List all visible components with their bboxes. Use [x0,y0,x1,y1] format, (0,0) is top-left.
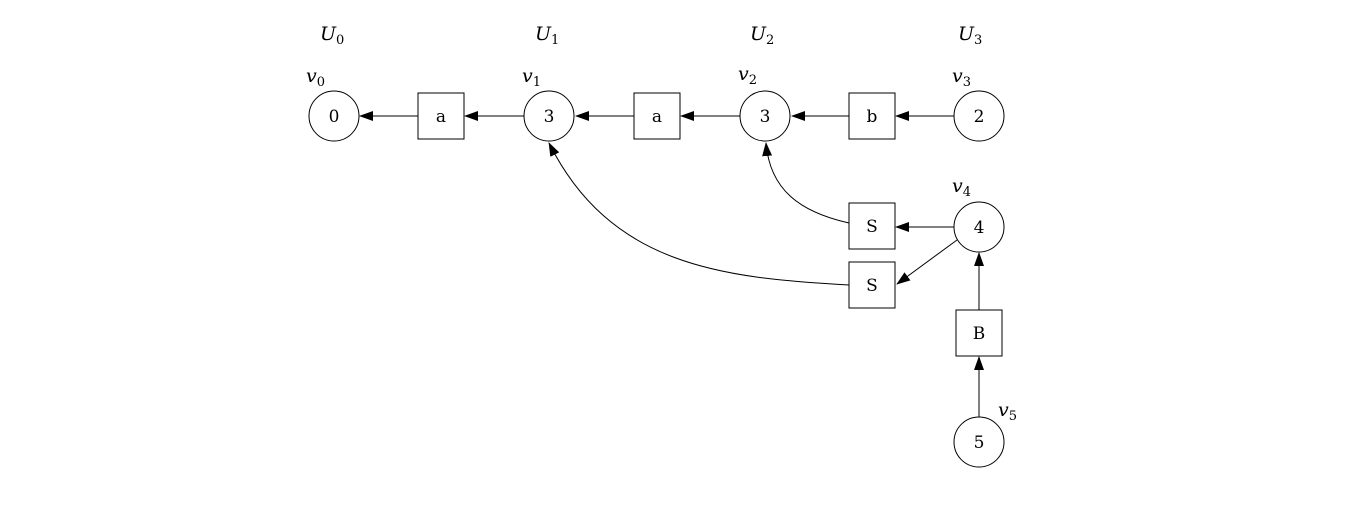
box-label: a [436,107,446,127]
vertex-v0: 0 v0 [306,65,360,142]
vertex-v2: 3 v2 [738,63,791,142]
box-label: S [866,217,878,237]
vertex-value: 5 [974,433,985,453]
vertex-label: v1 [522,65,541,90]
vertex-v3: 2 v3 [952,65,1005,142]
vertex-value: 3 [760,107,771,127]
vertex-label: v2 [738,63,757,88]
vertex-value: 2 [974,107,985,127]
box-a2: a [633,92,681,140]
box-s1: S [848,202,896,250]
box-label: b [867,107,878,127]
box-label: B [973,324,986,344]
column-label-u0: U0 [320,23,344,48]
vertex-v1: 3 v1 [522,65,575,142]
column-label-u1: U1 [535,23,559,48]
box-a1: a [417,92,465,140]
vertex-v5: 5 v5 [953,399,1017,468]
vertex-value: 3 [544,107,555,127]
edge-s1-to-v2 [762,142,850,224]
edge-v4-to-s2 [896,239,958,285]
vertex-label: v0 [306,65,325,90]
edge-s2-to-v1 [548,142,850,286]
vertex-v4: 4 v4 [952,175,1005,253]
vertex-label: v3 [952,65,971,90]
vertex-value: 4 [974,218,985,238]
vertex-label: v5 [998,399,1017,424]
vertex-label: v4 [952,175,971,200]
box-label: S [866,276,878,296]
box-s2: S [848,261,896,309]
vertex-value: 0 [329,107,340,127]
box-b-cap: B [955,309,1003,357]
column-label-u2: U2 [750,23,774,48]
column-label-u3: U3 [958,23,982,48]
box-label: a [652,107,662,127]
box-b: b [848,92,896,140]
